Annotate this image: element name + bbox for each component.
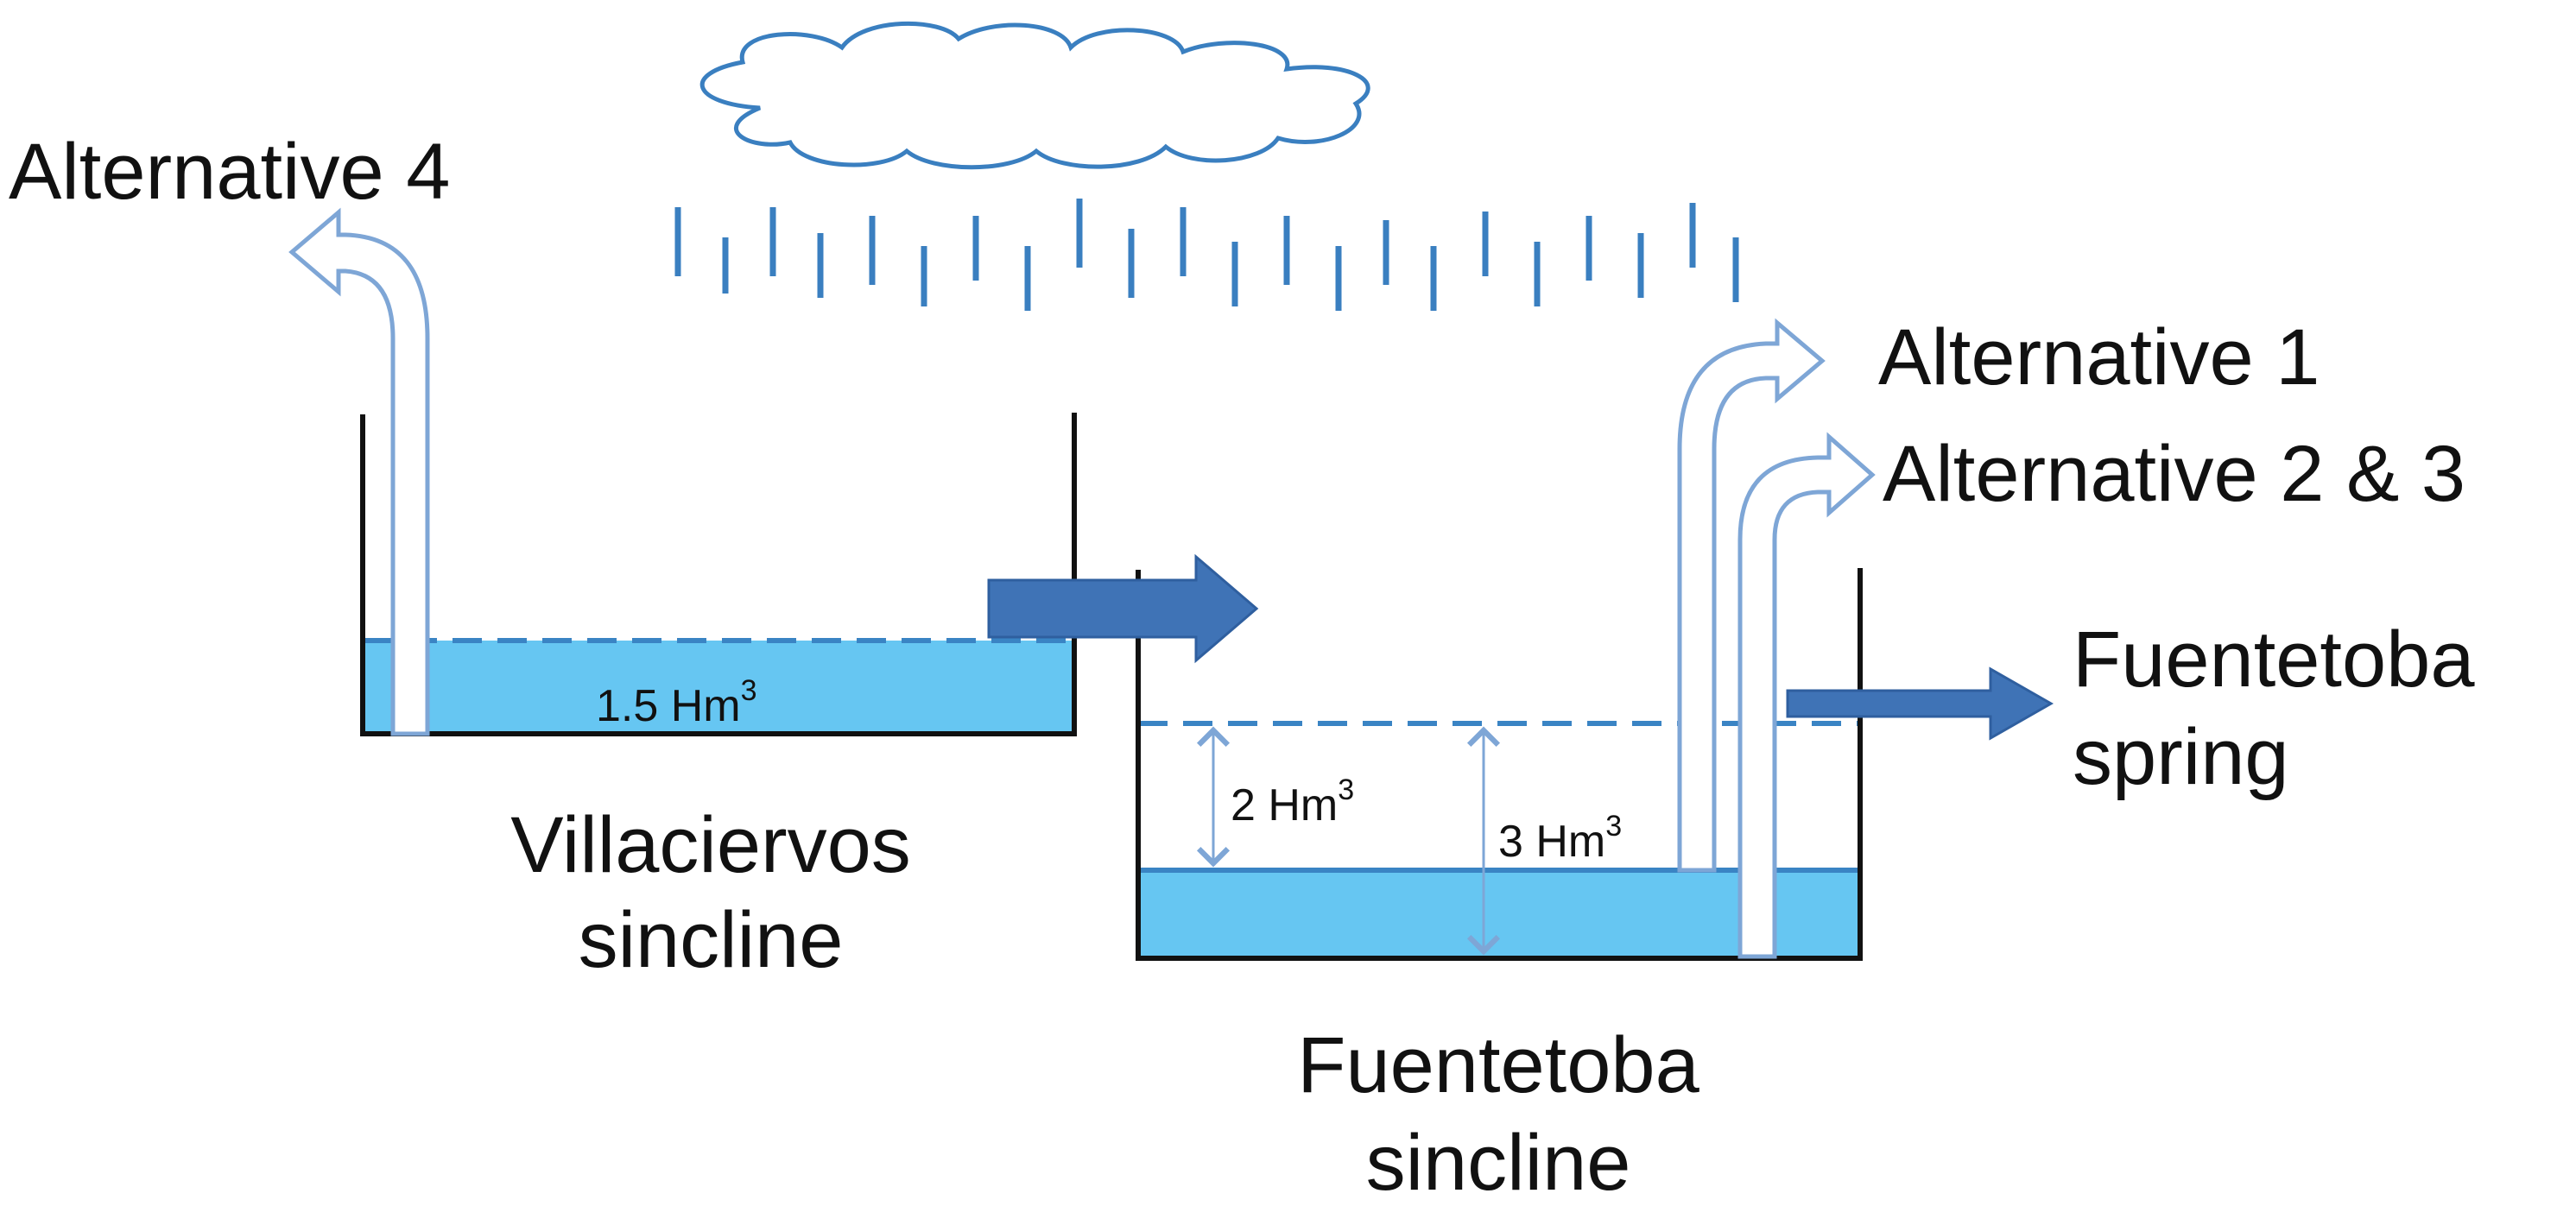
fuentetoba-3hm3-value: 3 Hm bbox=[1498, 817, 1605, 867]
alternative-4-pipe-icon bbox=[288, 207, 430, 736]
transfer-arrow-icon bbox=[987, 553, 1259, 664]
fuentetoba-sincline-label-line2: sincline bbox=[1366, 1119, 1631, 1207]
villaciervos-volume-value: 1.5 Hm bbox=[596, 681, 741, 731]
spring-outflow-arrow-icon bbox=[1786, 666, 2054, 741]
alternative-2-3-label: Alternative 2 & 3 bbox=[1883, 430, 2465, 518]
fuentetoba-2hm3-label: 2 Hm3 bbox=[1231, 774, 1354, 830]
villaciervos-volume-exponent: 3 bbox=[741, 674, 757, 707]
fuentetoba-3hm3-exponent: 3 bbox=[1605, 810, 1622, 843]
fuentetoba-walls bbox=[1136, 568, 1863, 961]
rain-drops-icon bbox=[674, 199, 1739, 311]
villaciervos-basin bbox=[360, 413, 1077, 736]
fuentetoba-spring-label-line1: Fuentetoba bbox=[2073, 616, 2475, 704]
villaciervos-volume-label: 1.5 Hm3 bbox=[596, 674, 757, 731]
alternative-1-pipe-icon bbox=[1677, 318, 1826, 873]
fuentetoba-spring-label-line2: spring bbox=[2073, 713, 2289, 801]
villaciervos-water bbox=[363, 641, 1074, 734]
fuentetoba-2hm3-value: 2 Hm bbox=[1231, 780, 1338, 830]
villaciervos-label-line2: sincline bbox=[579, 896, 844, 984]
fuentetoba-2hm3-exponent: 3 bbox=[1338, 774, 1354, 806]
fuentetoba-sincline-label-line1: Fuentetoba bbox=[1297, 1021, 1699, 1109]
cloud-icon bbox=[699, 21, 1370, 170]
alternative-1-label: Alternative 1 bbox=[1878, 313, 2320, 401]
villaciervos-label-line1: Villaciervos bbox=[510, 801, 911, 889]
villaciervos-walls bbox=[360, 413, 1077, 736]
alternative-2-3-pipe-icon bbox=[1737, 432, 1876, 959]
alternative-4-label: Alternative 4 bbox=[9, 128, 450, 216]
fuentetoba-3hm3-label: 3 Hm3 bbox=[1498, 810, 1622, 867]
